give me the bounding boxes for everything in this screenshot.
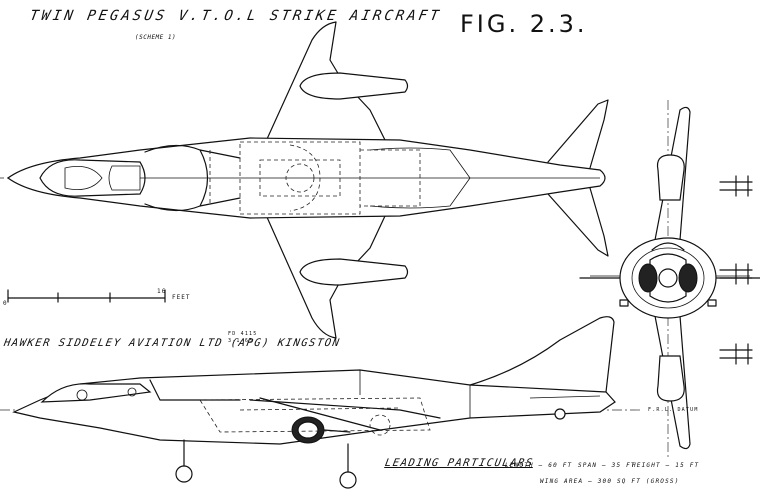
plan-lower-drop-tank [299,258,409,286]
drawing-reference: FD 4115 3-1-63 [228,331,258,344]
front-upper-wing [654,106,691,241]
plan-canopy [39,159,146,197]
plan-view [0,21,609,339]
plan-upper-tailplane [547,99,609,169]
side-main-wheel [339,471,357,489]
particular-height: HEIGHT — 15 FT [632,462,700,469]
side-fuselage [12,369,616,445]
scale-start-label: 0 [3,300,8,307]
scale-bar [7,289,166,303]
drawing-subtitle: (SCHEME 1) [135,34,177,41]
plan-engine-outline [239,141,361,215]
side-nose-wheel [175,465,193,483]
particular-span: SPAN — 35 FT [578,462,636,469]
side-fin [469,316,615,393]
scale-end-label: 16 [157,288,167,295]
front-view [579,100,760,460]
plan-lower-tailplane [547,187,609,257]
side-datum-label: F.R.L. DATUM [648,407,699,413]
figure-label: FIG. 2.3. [460,10,588,38]
particular-length: LENGTH — 60 FT [505,462,573,469]
particular-wing-area: WING AREA — 300 SQ FT (GROSS) [540,478,680,485]
side-canopy [40,383,152,403]
plan-upper-drop-tank [299,72,409,100]
side-view [0,316,640,489]
front-lower-wing [654,315,691,450]
company-name: HAWKER SIDDELEY AVIATION LTD (APG) KINGS… [2,337,342,349]
side-engine-outline [199,397,431,433]
front-view-outriggers [719,175,753,365]
scale-unit-label: FEET [172,294,191,301]
